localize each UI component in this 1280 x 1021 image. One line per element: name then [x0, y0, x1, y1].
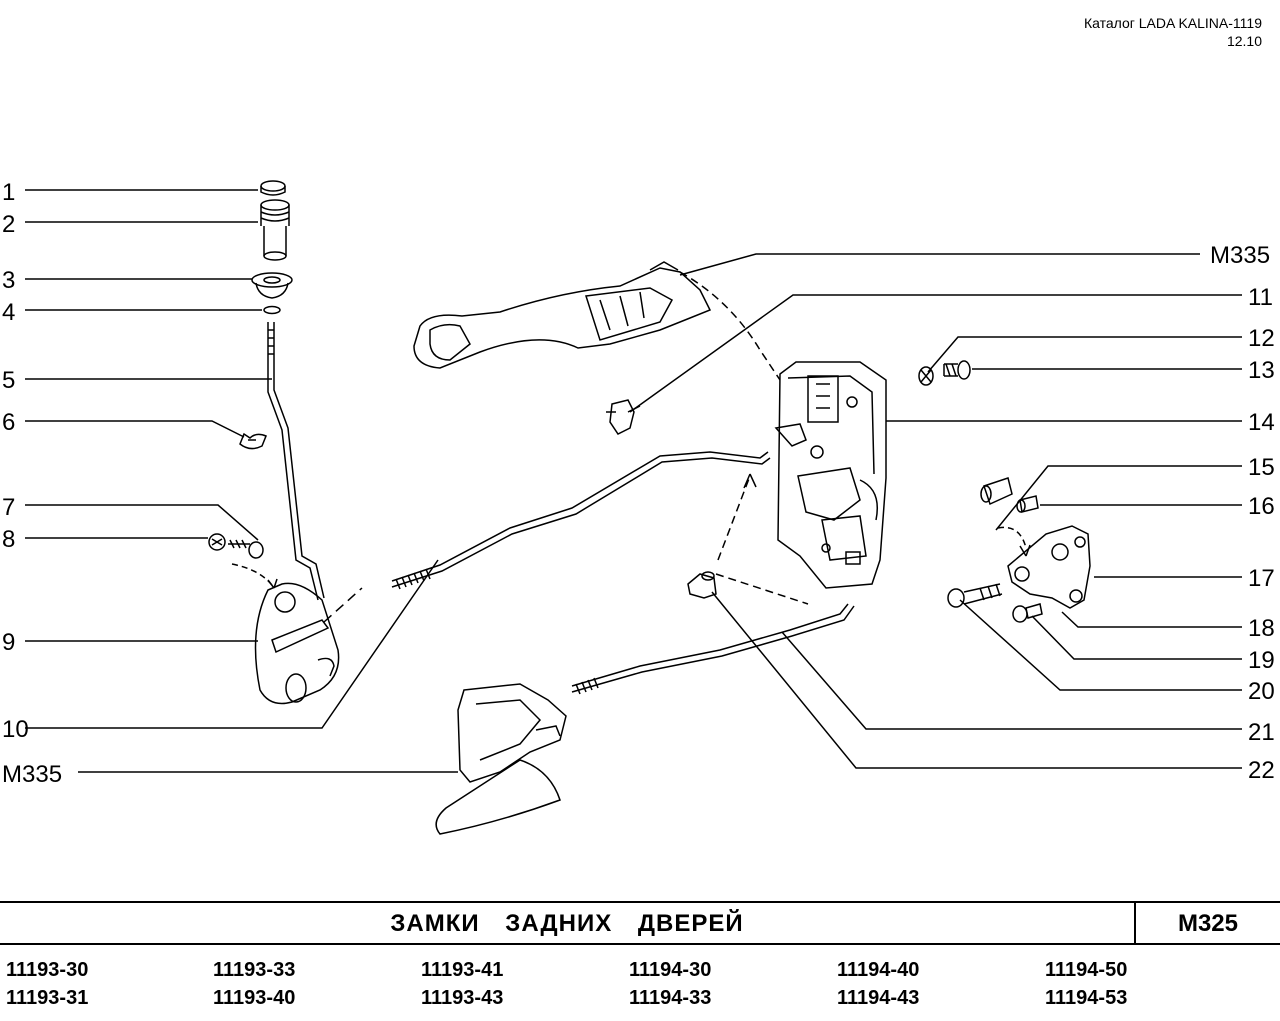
model-code: 11194-43 — [837, 987, 920, 1009]
model-code: 11193-40 — [213, 987, 296, 1009]
part-7-8-screw-washer — [208, 533, 278, 589]
leader-15 — [995, 465, 1242, 531]
part-1-knob-cap — [260, 180, 286, 196]
leader-21 — [781, 631, 1242, 730]
title-bar: ЗАМКИ ЗАДНИХ ДВЕРЕЙ M325 — [0, 901, 1280, 945]
arrow-21-to-22 — [715, 573, 809, 605]
right-callouts: M335 11 12 13 14 15 16 17 18 19 20 21 22 — [629, 242, 1275, 784]
outer-door-handle — [413, 261, 781, 381]
model-column: 11194-40 11194-43 — [837, 956, 919, 1012]
arrowhead-15 — [1019, 544, 1031, 557]
model-code: 11193-30 — [6, 959, 89, 981]
model-code: 11193-41 — [421, 959, 504, 981]
callout-18: 18 — [1248, 615, 1275, 642]
callout-19: 19 — [1248, 647, 1275, 674]
leader-22 — [711, 591, 1242, 769]
part-9-lever-housing — [254, 582, 363, 705]
callout-5: 5 — [2, 367, 15, 394]
model-column: 11194-30 11194-33 — [629, 956, 711, 1012]
left-callouts: 1 2 3 4 5 6 7 8 9 10 M335 — [2, 179, 458, 788]
arrowhead-lock — [743, 473, 757, 489]
leader-10 — [25, 559, 439, 729]
diagram-title: ЗАМКИ ЗАДНИХ ДВЕРЕЙ — [390, 910, 744, 937]
callout-22: 22 — [1248, 757, 1275, 784]
title-divider — [1134, 903, 1136, 943]
callout-8: 8 — [2, 526, 15, 553]
part-21-rod-clip — [687, 571, 717, 599]
callout-21: 21 — [1248, 719, 1275, 746]
part-17-striker — [1007, 525, 1091, 609]
callout-10: 10 — [2, 716, 29, 743]
exploded-parts-diagram: 1 2 3 4 5 6 7 8 9 10 M335 M335 11 12 13 … — [2, 179, 1275, 835]
callout-9: 9 — [2, 629, 15, 656]
part-11-clip — [606, 399, 641, 435]
callout-6: 6 — [2, 409, 15, 436]
catalog-title: Каталог LADA KALINA-1119 — [1083, 15, 1262, 31]
model-code: 11194-40 — [837, 959, 920, 981]
inner-door-handle — [435, 683, 567, 835]
leader-11 — [629, 294, 1242, 413]
section-code: M325 — [1177, 910, 1239, 937]
model-code: 11194-53 — [1045, 987, 1128, 1009]
callout-3: 3 — [2, 267, 15, 294]
model-code: 11194-33 — [629, 987, 712, 1009]
leader-6 — [25, 420, 245, 438]
callout-m335-left: M335 — [2, 761, 62, 788]
callout-2: 2 — [2, 211, 15, 238]
callout-7: 7 — [2, 494, 15, 521]
callout-12: 12 — [1248, 325, 1275, 352]
callout-1: 1 — [2, 179, 15, 206]
arrow-15-to-17 — [997, 526, 1027, 549]
part-2-lock-knob — [260, 199, 290, 261]
model-code: 11193-43 — [421, 987, 504, 1009]
part-22-rod — [571, 603, 855, 695]
part-10-rod — [391, 451, 771, 590]
model-column: 11193-30 11193-31 — [6, 956, 88, 1012]
model-code: 11193-31 — [6, 987, 89, 1009]
leader-20 — [959, 599, 1242, 691]
callout-13: 13 — [1248, 357, 1275, 384]
leader-18 — [1061, 611, 1242, 628]
part-16-bushing — [1016, 495, 1039, 513]
model-column: 11193-33 11193-40 — [213, 956, 295, 1012]
catalog-header: Каталог LADA KALINA-1119 12.10 — [1084, 14, 1262, 50]
callout-14: 14 — [1248, 409, 1275, 436]
callout-20: 20 — [1248, 678, 1275, 705]
leader-m335-right — [679, 253, 1200, 276]
model-code: 11193-33 — [213, 959, 296, 981]
callout-4: 4 — [2, 299, 15, 326]
part-3-grommet — [251, 272, 293, 299]
leader-12 — [927, 336, 1242, 373]
model-code: 11194-30 — [629, 959, 712, 981]
callout-15: 15 — [1248, 454, 1275, 481]
part-5-lock-rod — [267, 322, 325, 601]
part-4-washer — [263, 305, 281, 315]
callout-17: 17 — [1248, 565, 1275, 592]
model-column: 11193-41 11193-43 — [421, 956, 503, 1012]
callout-m335-right: M335 — [1210, 242, 1270, 269]
leader-19 — [1031, 615, 1242, 660]
callout-16: 16 — [1248, 493, 1275, 520]
arrow-21-to-lock — [717, 475, 751, 561]
model-column: 11194-50 11194-53 — [1045, 956, 1127, 1012]
callout-11: 11 — [1248, 284, 1273, 311]
part-13-screw — [943, 360, 971, 380]
part-19-screw — [1012, 603, 1043, 623]
part-15-sleeve — [980, 477, 1013, 506]
part-12-nut — [918, 366, 934, 386]
catalog-date: 12.10 — [1226, 33, 1262, 49]
model-code: 11194-50 — [1045, 959, 1128, 981]
part-20-screw — [947, 583, 1003, 608]
leader-7 — [25, 504, 259, 541]
part-6-clip — [239, 432, 267, 450]
part-14-lock-mechanism — [774, 361, 887, 589]
